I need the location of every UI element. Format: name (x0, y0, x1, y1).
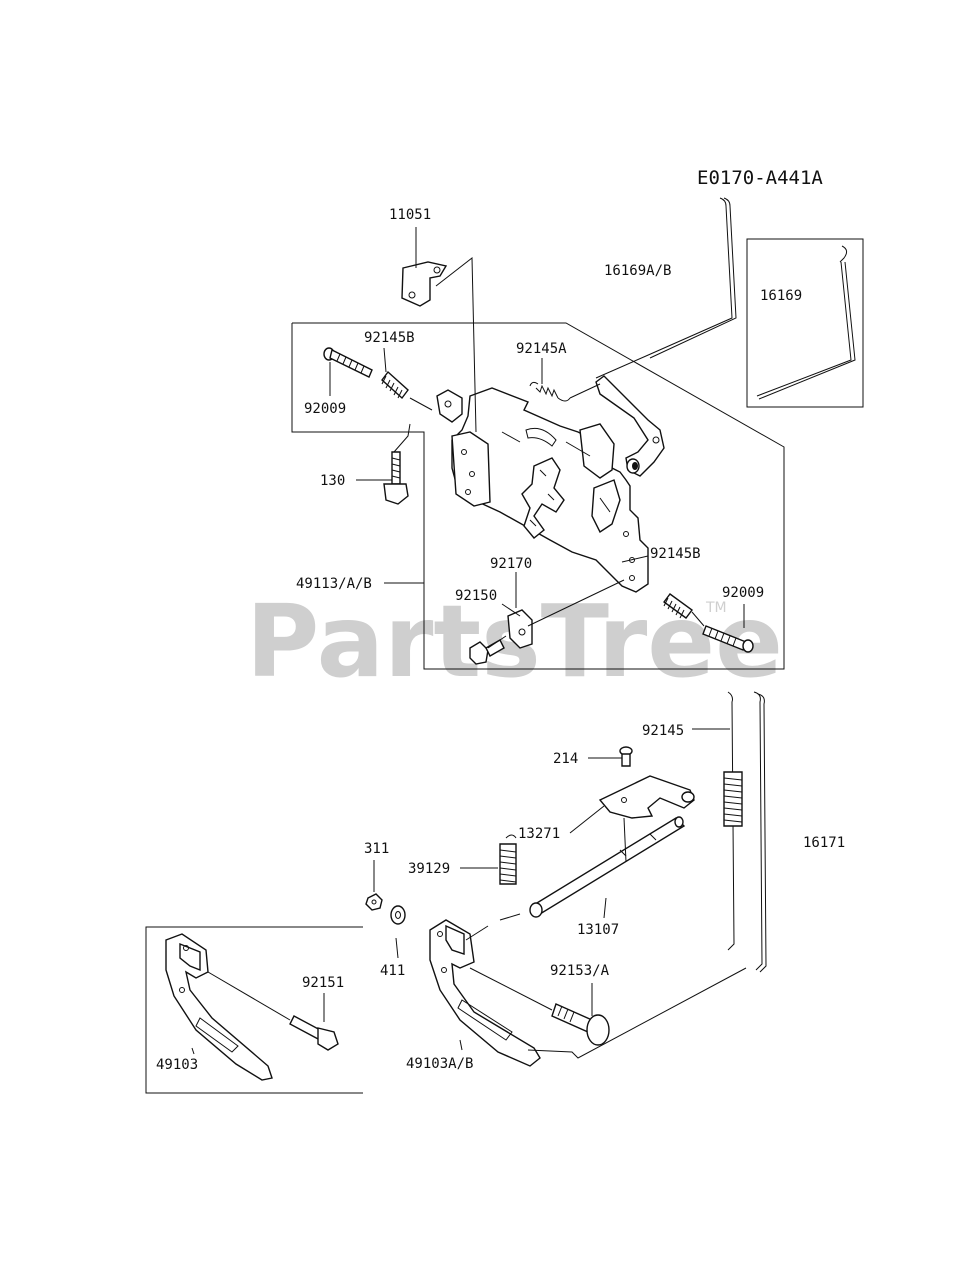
label-411: 411 (380, 963, 405, 979)
label-49103: 49103 (156, 1057, 198, 1073)
spring-92145b-top (381, 370, 409, 400)
rod-16169ab (595, 197, 737, 379)
clip-92170 (507, 609, 533, 649)
diagram-code: E0170-A441A (697, 167, 823, 189)
shaft-13107 (529, 816, 686, 918)
label-92145: 92145 (642, 723, 684, 739)
spring-39129 (499, 834, 517, 885)
rod-16171 (753, 691, 767, 973)
lower-left-box (145, 926, 363, 1094)
label-11051: 11051 (389, 207, 431, 223)
bolt-92153a (551, 1003, 610, 1046)
inset-box-16169 (746, 238, 864, 408)
washer-411 (390, 905, 406, 925)
label-92145b-mid: 92145B (650, 546, 701, 562)
label-92145a: 92145A (516, 341, 567, 357)
leader-lines (191, 227, 747, 1059)
spring-92145 (723, 691, 743, 951)
label-92151: 92151 (302, 975, 344, 991)
label-311: 311 (364, 841, 389, 857)
label-49113: 49113/A/B (296, 576, 372, 592)
label-16169: 16169 (760, 288, 802, 304)
lever-49103ab (429, 919, 541, 1067)
label-13271: 13271 (518, 826, 560, 842)
rod-16169 (756, 245, 856, 400)
label-92009-mid: 92009 (722, 585, 764, 601)
label-92150: 92150 (455, 588, 497, 604)
nut-311 (365, 893, 383, 911)
label-16171: 16171 (803, 835, 845, 851)
label-92145b-top: 92145B (364, 330, 415, 346)
watermark-trademark: TM (705, 600, 727, 616)
bracket-11051 (401, 261, 448, 307)
screw-214 (619, 746, 633, 767)
label-39129: 39129 (408, 861, 450, 877)
label-92009-top: 92009 (304, 401, 346, 417)
upper-assembly-box (291, 322, 785, 670)
label-92170: 92170 (490, 556, 532, 572)
label-214: 214 (553, 751, 578, 767)
label-13107: 13107 (577, 922, 619, 938)
label-130: 130 (320, 473, 345, 489)
control-plate-49113 (436, 387, 649, 593)
lever-bracket-right (595, 375, 665, 477)
part-labels: 11051 16169A/B 16169 92145B 92145A 92009… (156, 207, 845, 1073)
lever-49103 (165, 933, 273, 1081)
label-16169ab: 16169A/B (604, 263, 671, 279)
bolt-92150 (469, 639, 505, 665)
bolt-92151 (289, 1015, 339, 1051)
label-92153a: 92153/A (550, 963, 610, 979)
screw-92009-top (323, 347, 373, 378)
plate-13271 (598, 775, 695, 819)
bolt-130 (383, 451, 409, 505)
screw-92009-mid (702, 625, 754, 653)
spring-92145a (529, 381, 571, 402)
label-49103ab: 49103A/B (406, 1056, 473, 1072)
spring-92145b-mid (663, 593, 693, 619)
